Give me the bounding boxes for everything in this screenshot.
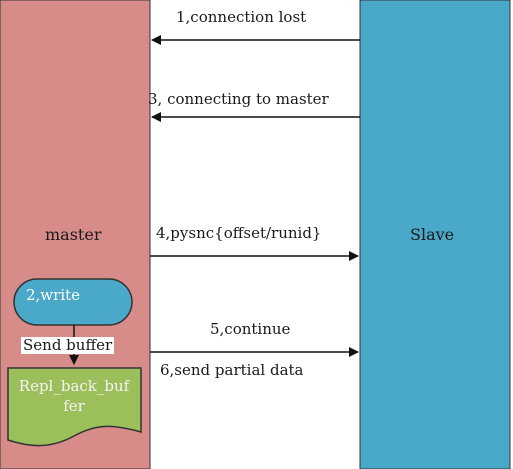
send-buffer-label: Send buffer: [21, 336, 115, 354]
repl-back-buffer-node: [7, 367, 142, 447]
repl-back-buffer-label: Repl_back_buf fer: [18, 377, 130, 416]
message-label-connection-lost: 1,connection lost: [176, 8, 307, 26]
message-label-psync: 4,pysnc{offset/runid}: [156, 224, 322, 242]
message-label-connecting-to-master: 3, connecting to master: [148, 90, 329, 108]
slave-lane: [359, 0, 511, 469]
write-node-label: 2,write: [26, 286, 81, 304]
slave-lane-label: Slave: [410, 225, 455, 244]
message-label-send-partial-data: 6,send partial data: [160, 361, 304, 379]
master-lane-label: master: [45, 225, 102, 244]
write-node: [13, 278, 133, 326]
message-label-continue: 5,continue: [210, 320, 291, 338]
